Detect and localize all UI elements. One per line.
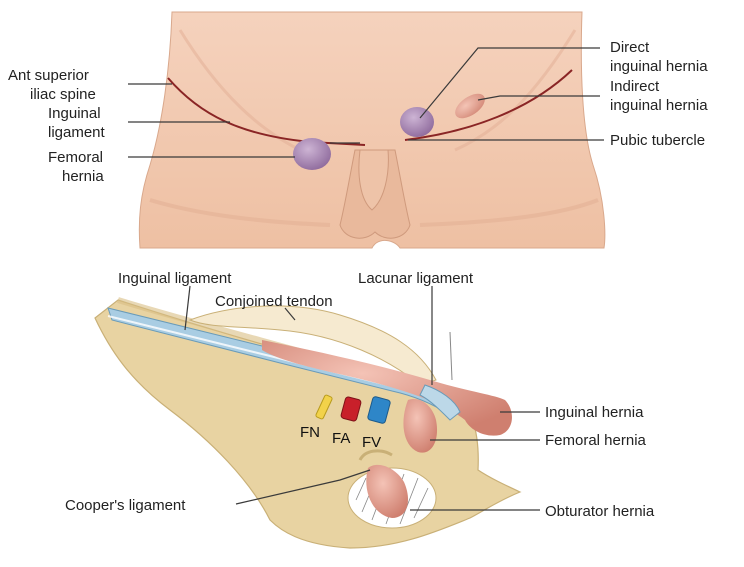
label-lacunar-ligament: Lacunar ligament: [358, 270, 474, 287]
label-coopers-ligament: Cooper's ligament: [65, 497, 186, 514]
label-pubic-tubercle: Pubic tubercle: [610, 132, 705, 149]
label-fn: FN: [300, 424, 320, 441]
label-conjoined-tendon: Conjoined tendon: [215, 293, 333, 310]
femoral-hernia-bulge: [293, 138, 331, 170]
label-ant-superior-iliac-spine-2: iliac spine: [30, 86, 96, 103]
label-direct-inguinal-hernia-2: inguinal hernia: [610, 58, 708, 75]
label-inguinal-ligament-1: Inguinal: [48, 105, 101, 122]
direct-inguinal-hernia-bulge: [400, 107, 434, 137]
label-femoral-hernia-bottom: Femoral hernia: [545, 432, 647, 449]
label-fa: FA: [332, 430, 350, 447]
label-inguinal-ligament-2: ligament: [48, 124, 106, 141]
label-inguinal-ligament-bottom: Inguinal ligament: [118, 270, 232, 287]
label-femoral-hernia-1: Femoral: [48, 149, 103, 166]
label-fv: FV: [362, 434, 381, 451]
label-indirect-inguinal-hernia-2: inguinal hernia: [610, 97, 708, 114]
label-femoral-hernia-2: hernia: [62, 168, 104, 185]
label-obturator-hernia: Obturator hernia: [545, 503, 655, 520]
label-indirect-inguinal-hernia-1: Indirect: [610, 78, 660, 95]
label-ant-superior-iliac-spine-1: Ant superior: [8, 67, 89, 84]
label-direct-inguinal-hernia-1: Direct: [610, 39, 650, 56]
label-inguinal-hernia: Inguinal hernia: [545, 404, 644, 421]
